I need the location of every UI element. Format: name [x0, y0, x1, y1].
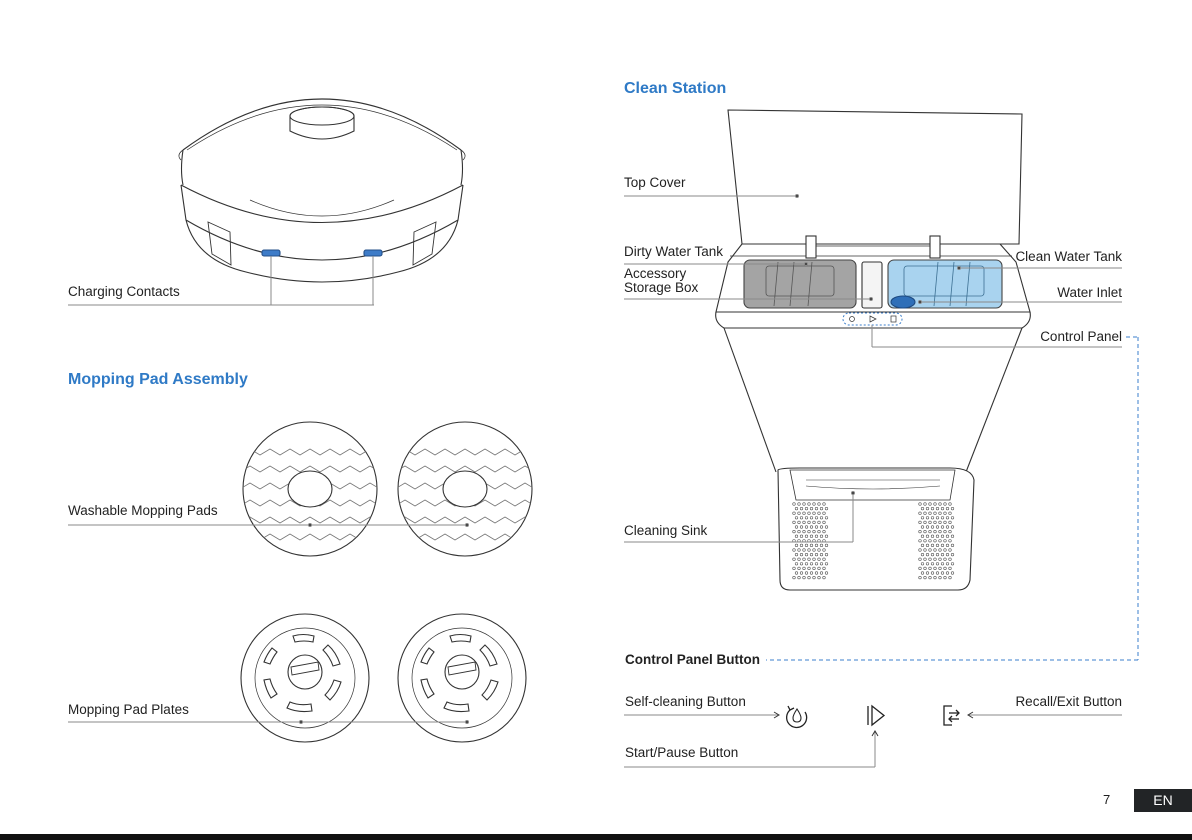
washable-mopping-pads-label: Washable Mopping Pads	[68, 503, 218, 519]
clean-station-illustration	[716, 110, 1031, 590]
bottom-bar	[0, 834, 1192, 840]
start-pause-icon	[868, 706, 884, 725]
page-number: 7	[1103, 792, 1110, 807]
self-cleaning-button-label: Self-cleaning Button	[625, 694, 746, 710]
language-badge: EN	[1134, 789, 1192, 812]
washable-mopping-pad-right	[395, 422, 535, 556]
mopping-pad-plate-right	[398, 614, 526, 742]
water-inlet-label: Water Inlet	[1057, 285, 1122, 301]
control-panel-label: Control Panel	[1040, 329, 1122, 345]
recall-exit-button-label: Recall/Exit Button	[1015, 694, 1122, 710]
control-panel-button-heading: Control Panel Button	[625, 652, 760, 668]
clean-station-heading: Clean Station	[624, 80, 726, 98]
clean-water-tank-label: Clean Water Tank	[1015, 249, 1122, 265]
recall-exit-icon	[944, 706, 959, 725]
washable-mopping-pad-left	[240, 422, 380, 556]
mopping-pad-plates-label: Mopping Pad Plates	[68, 702, 189, 718]
mopping-pad-plate-left	[241, 614, 369, 742]
dirty-water-tank-label: Dirty Water Tank	[624, 244, 723, 260]
mopping-pad-assembly-heading: Mopping Pad Assembly	[68, 371, 248, 389]
start-pause-button-label: Start/Pause Button	[625, 745, 738, 761]
self-cleaning-icon	[787, 706, 807, 727]
accessory-storage-box-label-line2: Storage Box	[624, 280, 698, 296]
station-control-panel	[843, 313, 902, 325]
top-cover-label: Top Cover	[624, 175, 686, 191]
robot-vacuum-illustration	[179, 99, 465, 282]
cleaning-sink-label: Cleaning Sink	[624, 523, 707, 539]
charging-contacts-label: Charging Contacts	[68, 284, 180, 300]
